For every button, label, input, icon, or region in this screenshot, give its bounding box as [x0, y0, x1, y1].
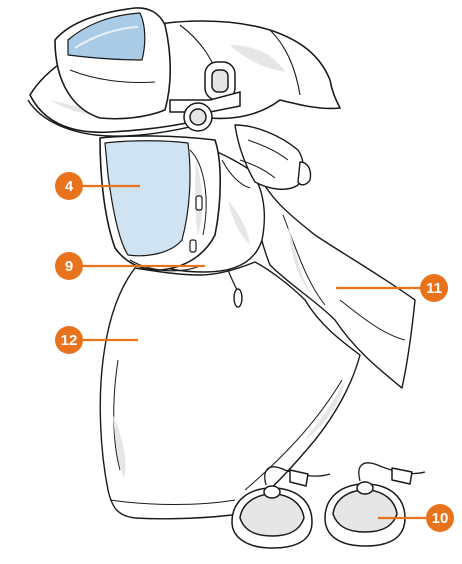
callout-11: 11: [420, 274, 448, 302]
callout-10: 10: [426, 504, 454, 532]
callout-12: 12: [55, 326, 83, 354]
callout-number: 4: [65, 178, 74, 195]
callout-9: 9: [55, 252, 83, 280]
callout-number: 10: [432, 510, 449, 527]
callout-number: 12: [61, 332, 78, 349]
callout-number: 9: [65, 258, 73, 275]
callout-number: 11: [426, 280, 442, 297]
callout-4: 4: [55, 172, 83, 200]
